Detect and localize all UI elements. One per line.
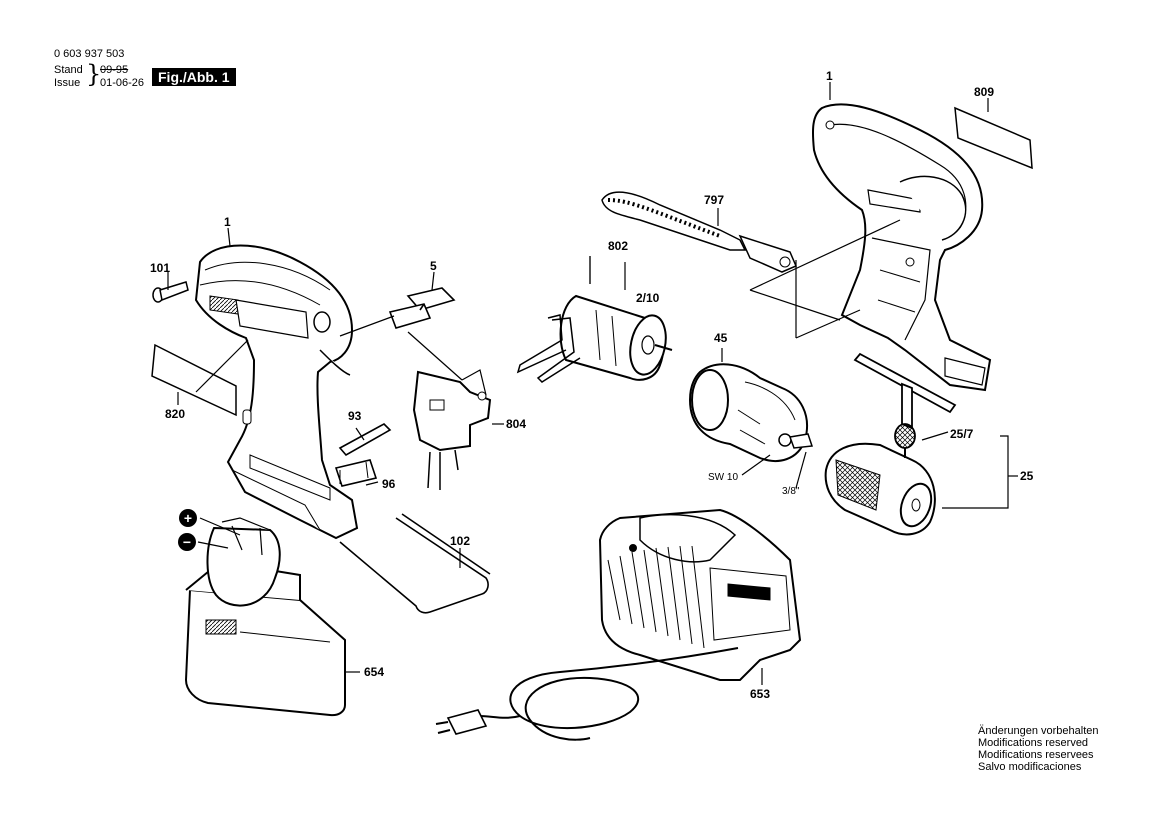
- label-2-10: 2/10: [636, 291, 660, 305]
- brace-glyph: }: [86, 60, 102, 88]
- plus-glyph: +: [184, 510, 192, 526]
- label-45: 45: [714, 331, 728, 345]
- note-de: Änderungen vorbehalten: [978, 725, 1099, 737]
- label-sw10: SW 10: [708, 472, 738, 483]
- note-es: Salvo modificaciones: [978, 761, 1082, 773]
- plug: [435, 709, 488, 735]
- issue-label: Issue: [54, 77, 81, 89]
- leader-lines: [167, 82, 1018, 685]
- note-fr: Modifications reservees: [978, 749, 1094, 761]
- spring-93: [338, 423, 392, 457]
- old-date: 09-95: [100, 64, 129, 76]
- drill-chuck-25: [824, 442, 936, 536]
- label-101: 101: [150, 261, 170, 275]
- slide-5: [388, 287, 456, 329]
- clip-96: [334, 459, 378, 487]
- label-802: 802: [608, 239, 628, 253]
- motor-802: [516, 294, 673, 383]
- label-797: 797: [704, 193, 724, 207]
- label-1-left: 1: [224, 215, 231, 229]
- label-653: 653: [750, 687, 770, 701]
- label-thread: 3/8": [782, 486, 800, 497]
- part-labels: 1 5 101 820 93 96 804 802 2/10 45 797 1 …: [150, 69, 1034, 701]
- wrist-strap-797: [601, 191, 797, 273]
- plus-icon: [179, 509, 197, 527]
- housing-right: [812, 103, 992, 392]
- label-96: 96: [382, 477, 396, 491]
- switch-804: [412, 369, 492, 490]
- label-strip-820: [151, 343, 237, 417]
- figure-badge: Fig./Abb. 1: [152, 68, 236, 86]
- minus-glyph: −: [183, 534, 191, 550]
- label-strip-809: [954, 106, 1033, 170]
- stand-label: Stand: [54, 64, 83, 76]
- bit-holder-102: [339, 513, 491, 614]
- label-820: 820: [165, 407, 185, 421]
- gearbox-45: [688, 363, 814, 462]
- screw-101: [152, 281, 189, 303]
- note-en: Modifications reserved: [978, 737, 1089, 749]
- new-date: 01-06-26: [100, 77, 145, 89]
- polarity-markers: + −: [178, 509, 197, 551]
- power-cord: [479, 647, 739, 741]
- label-5: 5: [430, 259, 437, 273]
- label-1-right: 1: [826, 69, 833, 83]
- modification-notes: Änderungen vorbehalten Modifications res…: [978, 725, 1098, 773]
- housing-left: [194, 244, 359, 540]
- part-number: 0 603 937 503: [54, 48, 125, 60]
- charger-653: [598, 508, 802, 681]
- chuck-key-25-7: [853, 352, 957, 458]
- label-809: 809: [974, 85, 994, 99]
- label-804: 804: [506, 417, 526, 431]
- minus-icon: [178, 533, 196, 551]
- label-25-7: 25/7: [950, 427, 974, 441]
- label-25: 25: [1020, 469, 1034, 483]
- battery-pack-654: [184, 517, 346, 717]
- label-654: 654: [364, 665, 384, 679]
- label-93: 93: [348, 409, 362, 423]
- label-102: 102: [450, 534, 470, 548]
